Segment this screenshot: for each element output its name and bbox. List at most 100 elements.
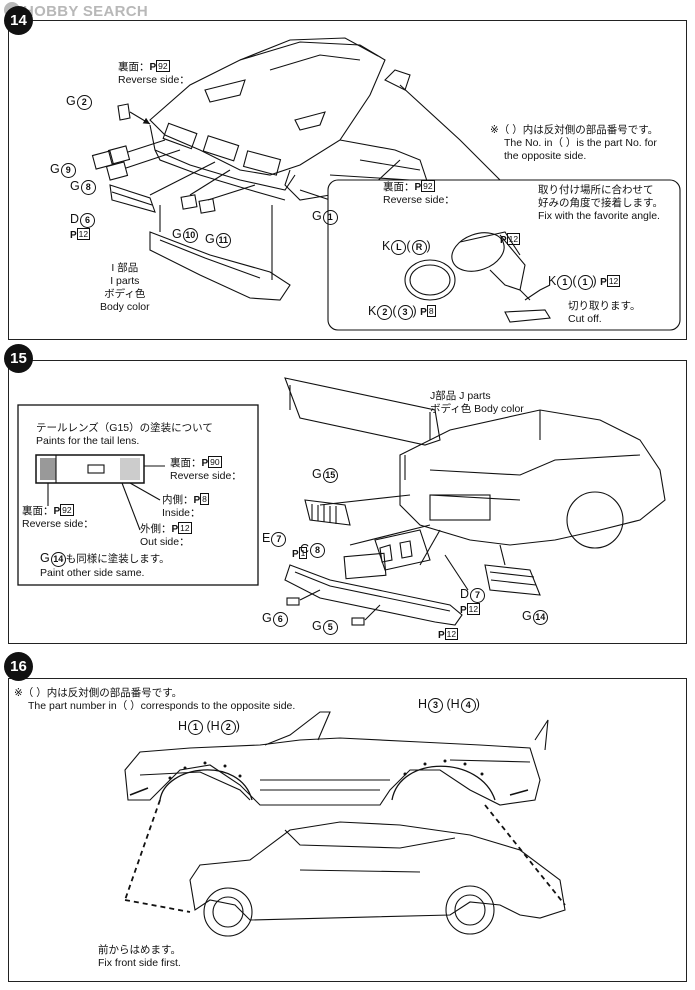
s15-jparts: J部品 J parts ボディ色 Body color <box>430 390 524 416</box>
outside-jp: 外側： <box>140 523 172 535</box>
rev-in-jp: 裏面： <box>170 457 202 469</box>
kl-box: 12 <box>506 233 521 245</box>
k1-c1: 1 <box>557 275 573 290</box>
s16-note-jp: ※（ ）内は反対側の部品番号です。 <box>14 687 183 699</box>
k1-c2: 1 <box>577 275 593 290</box>
angle-jp2: 好みの角度で接着します。 <box>538 197 663 209</box>
g9-pref: G <box>50 162 60 176</box>
g9-num: 9 <box>60 163 76 178</box>
angle-en: Fix with the favorite angle. <box>538 210 660 222</box>
g14-note-num: 14 <box>50 552 66 567</box>
s16-front-note: 前からはめます。 Fix front side first. <box>98 944 181 970</box>
h3-pref: H <box>418 697 428 711</box>
k1-box: 12 <box>606 275 621 287</box>
g6-num: 6 <box>272 612 288 627</box>
g2-pref: G <box>66 94 76 108</box>
e7-pref: E <box>262 531 271 545</box>
g14-pref: G <box>522 609 532 623</box>
c8-num: 8 <box>310 543 326 558</box>
g1-num: 1 <box>322 210 338 225</box>
k2-box: 8 <box>426 305 436 317</box>
d6-box: 12 <box>76 228 91 240</box>
d6-num: 6 <box>80 213 96 228</box>
watermark-text: HOBBY SEARCH <box>23 3 149 20</box>
front-en: Fix front side first. <box>98 957 181 969</box>
outside-en: Out side： <box>140 536 190 548</box>
g10-num: 10 <box>182 228 198 243</box>
g5-num: 5 <box>322 620 338 635</box>
inside-en: Inside： <box>162 507 201 519</box>
h3-opp: 4 <box>460 698 476 713</box>
g11-pref: G <box>205 232 215 246</box>
step14-number: 14 <box>4 6 33 35</box>
s14-rev-top-jp: 裏面： <box>118 61 150 73</box>
rev-left-box: 92 <box>60 504 74 516</box>
opp-note-en1: The No. in（ ）is the part No. for <box>504 137 657 149</box>
g5-pref: G <box>312 619 322 633</box>
rev-left-jp: 裏面： <box>22 505 54 517</box>
s14-cut: 切り取ります。 Cut off. <box>568 300 640 326</box>
g6-pref: G <box>262 611 272 625</box>
d6-pref: D <box>70 212 80 226</box>
d7-num: 7 <box>470 588 486 603</box>
s16-note-en: The part number in（ ）corresponds to the … <box>28 700 296 712</box>
opp-note-jp: ※（ ）内は反対側の部品番号です。 <box>490 124 659 136</box>
opp-note-en2: the opposite side. <box>504 150 587 162</box>
outside-box: 12 <box>178 522 192 534</box>
k2-text: K <box>368 304 377 318</box>
h1-num: 1 <box>188 720 204 735</box>
kl-c2: R <box>411 240 427 255</box>
rev-left-en: Reverse side： <box>22 518 94 530</box>
s15-tail-note: テールレンズ（G15）の塗装について Paints for the tail l… <box>36 422 213 448</box>
step15-number: 15 <box>4 344 33 373</box>
h1-opp: 2 <box>220 720 236 735</box>
s14-rev-right-en: Reverse side： <box>383 194 455 206</box>
s14-rev-top-en: Reverse side： <box>118 74 190 86</box>
front-jp: 前からはめます。 <box>98 944 181 956</box>
iparts-jp: I 部品 <box>111 262 139 274</box>
g14-note-jp: も同様に塗装します。 <box>65 553 170 565</box>
s14-rev-right-box: 92 <box>421 180 435 192</box>
kl-c1: L <box>391 240 407 255</box>
inside-jp: 内側： <box>162 494 194 506</box>
kl-text: K <box>382 239 391 253</box>
k1-text: K <box>548 274 557 288</box>
g15-num: 15 <box>322 468 338 483</box>
s14-iparts: I 部品 I parts ボディ色 Body color <box>100 262 150 314</box>
cut-en: Cut off. <box>568 313 602 325</box>
g14-num: 14 <box>532 610 548 625</box>
tail-note-en: Paints for the tail lens. <box>36 435 140 447</box>
g15-pref: G <box>312 467 322 481</box>
cut-jp: 切り取ります。 <box>568 300 641 312</box>
k2-c2: 3 <box>397 305 413 320</box>
g2-num: 2 <box>76 95 92 110</box>
d7-pref: D <box>460 587 470 601</box>
g10-pref: G <box>172 227 182 241</box>
iparts-en: I parts <box>110 275 140 287</box>
step16-panel <box>8 678 687 982</box>
e7-num: 7 <box>271 532 287 547</box>
e7-box: 1 <box>298 547 308 559</box>
d7-box: 12 <box>466 603 481 615</box>
